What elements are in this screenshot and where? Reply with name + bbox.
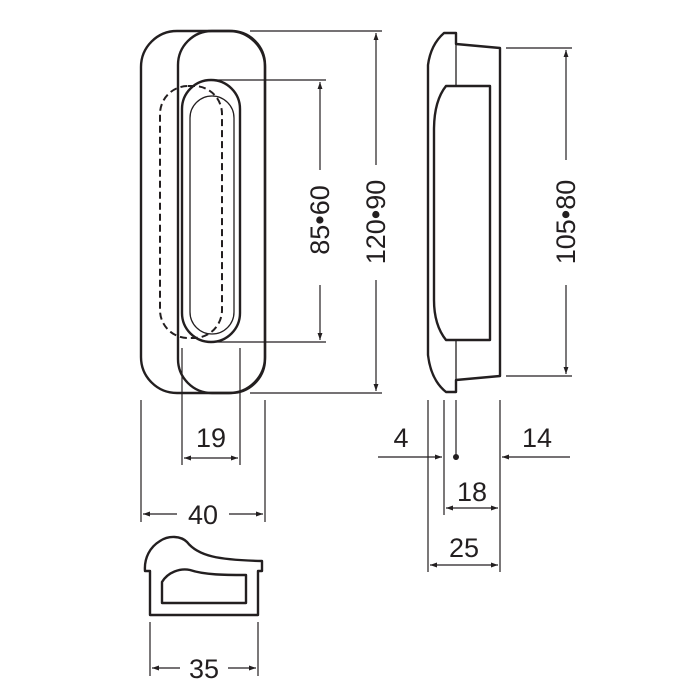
front-flange-outline — [176, 29, 267, 395]
dim-label-flange-thickness: 4 — [393, 423, 408, 453]
front-hidden-pocket — [159, 85, 223, 339]
dim-label-inner-opening-height: 85•60 — [305, 185, 335, 255]
front-view: 85•60 120•90 19 40 — [139, 29, 391, 530]
side-outer-profile — [426, 31, 502, 394]
dim-label-overall-width: 40 — [188, 500, 218, 530]
dim-label-overall-depth: 25 — [449, 533, 479, 563]
dim-label-side-recess-height: 105•80 — [551, 180, 581, 265]
front-opening-outline — [180, 78, 242, 344]
section-outer-profile — [143, 535, 264, 617]
section-view: 35 — [143, 535, 264, 684]
dim-label-body-depth: 18 — [457, 477, 487, 507]
dim-label-rear-depth: 14 — [522, 423, 552, 453]
dim-label-bottom-width: 35 — [189, 654, 219, 684]
front-opening-inner-outline — [189, 95, 235, 335]
dim-label-overall-height: 120•90 — [361, 180, 391, 265]
dim-point — [453, 454, 459, 460]
side-inner-recess — [432, 84, 492, 342]
front-outer-outline — [139, 29, 267, 395]
section-inner-cavity — [160, 568, 248, 605]
dim-label-inner-width: 19 — [196, 423, 226, 453]
side-view: 105•80 4 14 18 25 — [378, 31, 581, 572]
